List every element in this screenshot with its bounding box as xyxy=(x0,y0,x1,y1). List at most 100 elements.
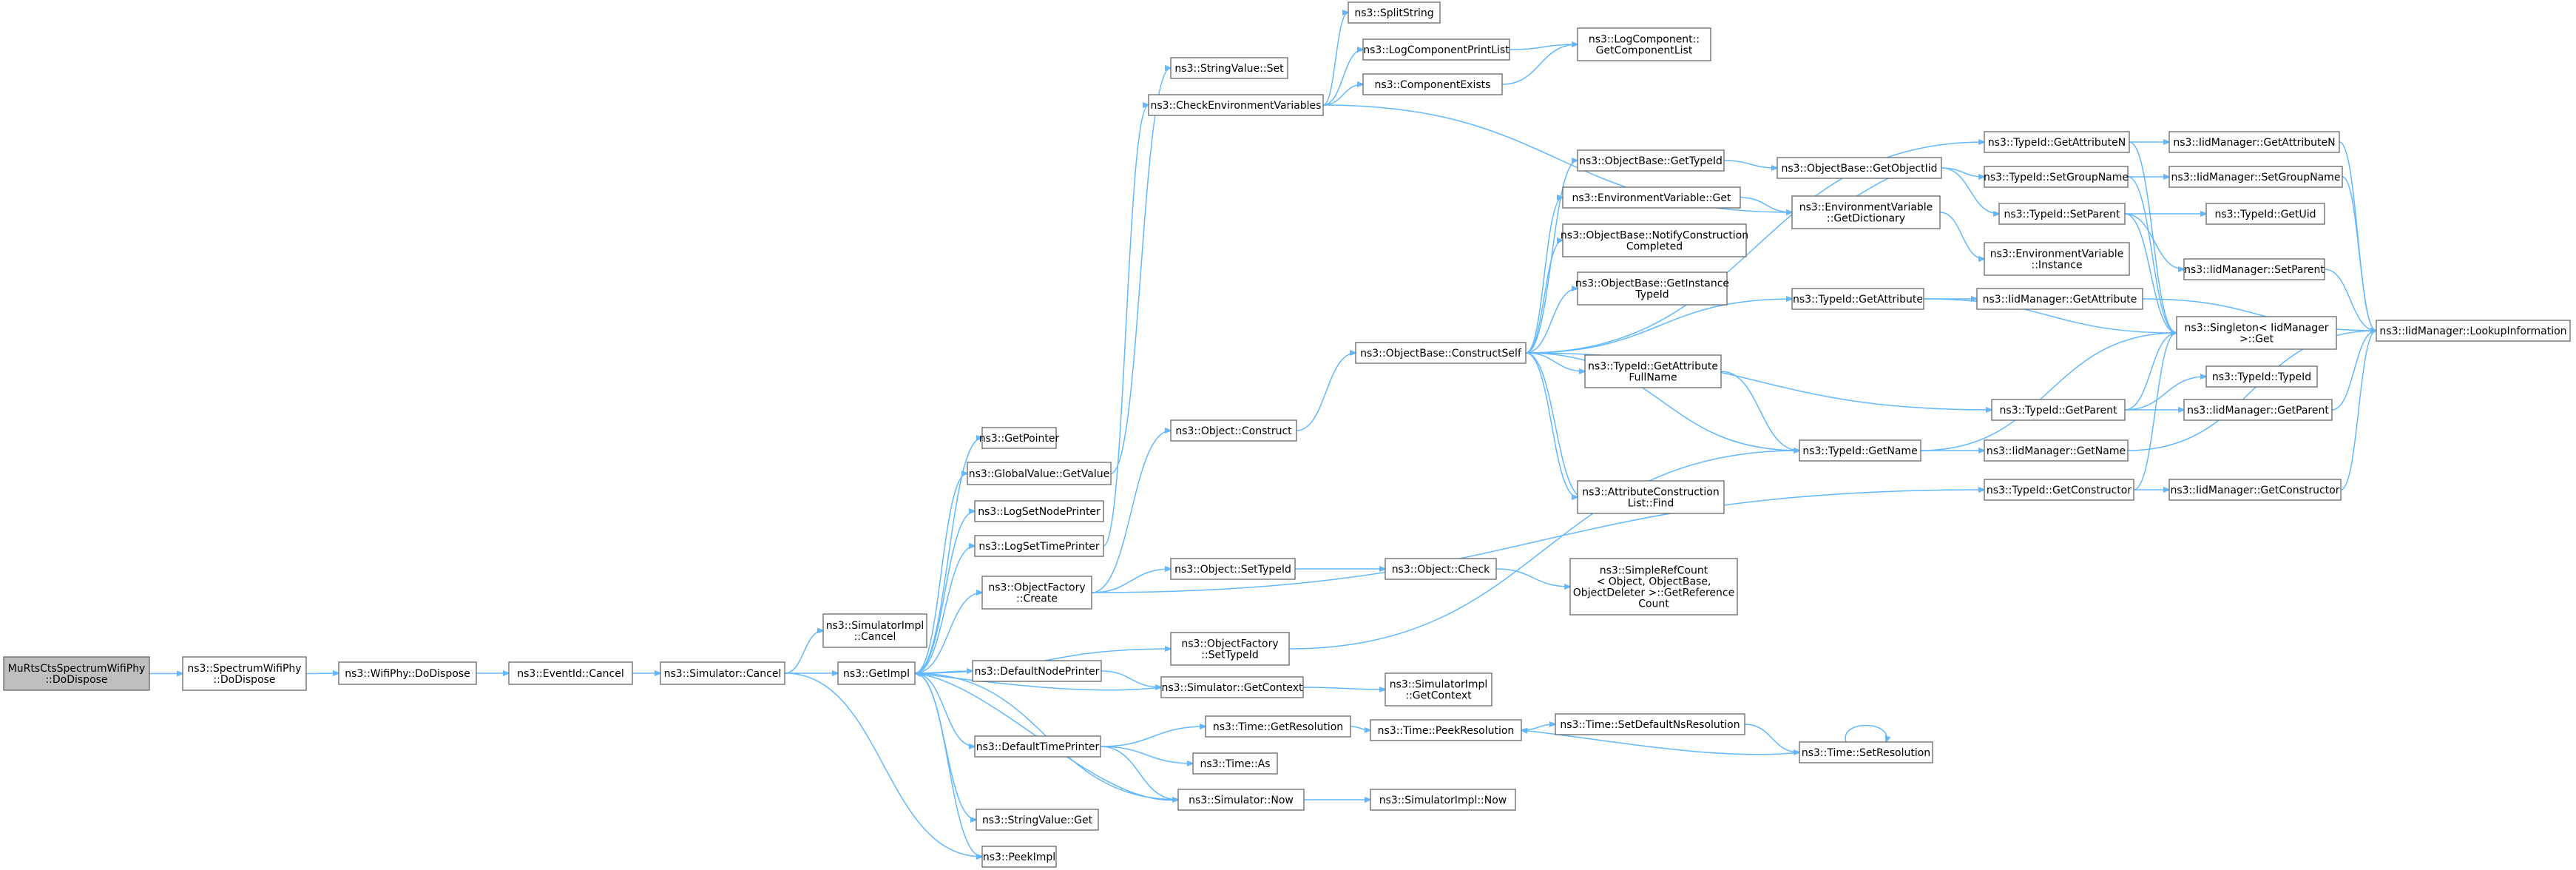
node-tid-typeid[interactable]: ns3::TypeId::TypeId xyxy=(2205,365,2318,388)
node-of-create[interactable]: ns3::ObjectFactory::Create xyxy=(981,576,1092,610)
node-box xyxy=(837,661,916,685)
node-label: ns3::Singleton< IidManager xyxy=(2185,323,2329,334)
node-label: ns3::GlobalValue::GetValue xyxy=(969,468,1109,480)
node-label: ::SetTypeId xyxy=(1201,650,1259,661)
node-iid-setgroupname[interactable]: ns3::IidManager::SetGroupName xyxy=(2168,166,2343,188)
node-ob-notify[interactable]: ns3::ObjectBase::NotifyConstructionCompl… xyxy=(1561,223,1748,257)
node-tid-getattribute[interactable]: ns3::TypeId::GetAttribute xyxy=(1791,288,1924,310)
node-envvar-getdict[interactable]: ns3::EnvironmentVariable::GetDictionary xyxy=(1791,195,1941,229)
node-simplerefcount[interactable]: ns3::SimpleRefCount< Object, ObjectBase,… xyxy=(1569,558,1738,616)
node-label: ns3::SimulatorImpl xyxy=(1390,679,1488,691)
node-ob-gettypeid[interactable]: ns3::ObjectBase::GetTypeId xyxy=(1577,149,1725,172)
node-time-as[interactable]: ns3::Time::As xyxy=(1192,752,1278,775)
node-ob-constructself[interactable]: ns3::ObjectBase::ConstructSelf xyxy=(1355,342,1527,364)
node-root[interactable]: MuRtsCtsSpectrumWifiPhy::DoDispose xyxy=(3,656,150,691)
node-sim-getcontext[interactable]: ns3::Simulator::GetContext xyxy=(1160,676,1304,698)
node-ob-getobjectiid[interactable]: ns3::ObjectBase::GetObjectIid xyxy=(1777,157,1942,179)
node-time-setdefaultns[interactable]: ns3::Time::SetDefaultNsResolution xyxy=(1555,713,1745,735)
node-label: Count xyxy=(1638,598,1669,610)
node-simimpl-getcontext[interactable]: ns3::SimulatorImpl::GetContext xyxy=(1385,672,1492,707)
node-time-setres[interactable]: ns3::Time::SetResolution xyxy=(1799,741,1933,763)
node-label: ns3::EventId::Cancel xyxy=(517,668,624,680)
node-tid-getattributen[interactable]: ns3::TypeId::GetAttributeN xyxy=(1984,131,2130,153)
node-logsetnodeprinter[interactable]: ns3::LogSetNodePrinter xyxy=(974,500,1104,522)
node-singleton-get[interactable]: ns3::Singleton< IidManager>::Get xyxy=(2176,316,2337,350)
node-simimpl-cancel[interactable]: ns3::SimulatorImpl::Cancel xyxy=(822,613,927,648)
node-label: ns3::IidManager::GetName xyxy=(1987,445,2126,457)
node-box xyxy=(1976,288,2143,310)
node-getimpl[interactable]: ns3::GetImpl xyxy=(837,661,916,685)
node-sv-get[interactable]: ns3::StringValue::Get xyxy=(976,809,1099,831)
node-gv-getvalue[interactable]: ns3::GlobalValue::GetValue xyxy=(967,462,1112,485)
node-label: ns3::IidManager::LookupInformation xyxy=(2379,326,2566,337)
node-wp-dodispose[interactable]: ns3::WifiPhy::DoDispose xyxy=(338,661,477,685)
node-label: ::Create xyxy=(1016,593,1058,605)
node-tid-getconstructor[interactable]: ns3::TypeId::GetConstructor xyxy=(1984,479,2134,501)
node-label: ns3::ObjectBase::GetInstance xyxy=(1575,278,1729,290)
node-time-peekres[interactable]: ns3::Time::PeekResolution xyxy=(1370,719,1522,741)
node-obj-construct[interactable]: ns3::Object::Construct xyxy=(1170,419,1297,442)
node-iid-lookup[interactable]: ns3::IidManager::LookupInformation xyxy=(2376,320,2571,342)
node-label: ns3::TypeId::SetGroupName xyxy=(1984,172,2129,183)
node-obj-settypeid[interactable]: ns3::Object::SetTypeId xyxy=(1170,558,1296,580)
node-label: ns3::Object::SetTypeId xyxy=(1174,564,1291,576)
node-sv-set[interactable]: ns3::StringValue::Set xyxy=(1170,57,1288,79)
node-envvar-get[interactable]: ns3::EnvironmentVariable::Get xyxy=(1562,186,1741,209)
node-tid-getname[interactable]: ns3::TypeId::GetName xyxy=(1799,439,1921,462)
edge-sim-cancel-to-peekimpl xyxy=(784,672,982,857)
node-label: List::Find xyxy=(1628,498,1674,510)
node-defaulttimeprinter[interactable]: ns3::DefaultTimePrinter xyxy=(974,735,1101,758)
node-defaultnodeprinter[interactable]: ns3::DefaultNodePrinter xyxy=(972,660,1102,682)
node-of-settypeid[interactable]: ns3::ObjectFactory::SetTypeId xyxy=(1170,632,1290,666)
edge-gv-getvalue-to-sv-set xyxy=(1110,68,1171,474)
node-label: ns3::SpectrumWifiPhy xyxy=(187,663,301,675)
node-obj-check[interactable]: ns3::Object::Check xyxy=(1385,558,1497,580)
edge-checkenv-to-logcompprintlist xyxy=(1322,50,1363,106)
edge-checkenv-to-compexists xyxy=(1322,84,1363,106)
node-iid-setparent[interactable]: ns3::IidManager::SetParent xyxy=(2183,258,2325,280)
node-getpointer[interactable]: ns3::GetPointer xyxy=(979,427,1060,449)
node-box xyxy=(1562,223,1747,257)
node-iid-getattributen[interactable]: ns3::IidManager::GetAttributeN xyxy=(2168,131,2340,153)
node-checkenv[interactable]: ns3::CheckEnvironmentVariables xyxy=(1148,94,1324,116)
node-label: ns3::PeekImpl xyxy=(983,852,1055,863)
node-peekimpl[interactable]: ns3::PeekImpl xyxy=(981,846,1057,868)
node-iid-getattribute[interactable]: ns3::IidManager::GetAttribute xyxy=(1976,288,2143,310)
node-label: ns3::ObjectBase::GetObjectIid xyxy=(1781,163,1937,175)
node-logcomp-getlist[interactable]: ns3::LogComponent::GetComponentList xyxy=(1577,27,1711,61)
node-label: ns3::AttributeConstruction xyxy=(1582,487,1719,499)
node-box xyxy=(2376,320,2571,342)
node-logcompprintlist[interactable]: ns3::LogComponentPrintList xyxy=(1362,38,1510,61)
node-iid-getconstructor[interactable]: ns3::IidManager::GetConstructor xyxy=(2168,479,2342,501)
node-iid-getparent[interactable]: ns3::IidManager::GetParent xyxy=(2183,399,2333,421)
node-tid-getuid[interactable]: ns3::TypeId::GetUid xyxy=(2205,203,2325,225)
edge-swp-dodispose-to-wp-dodispose xyxy=(305,673,339,674)
node-logsettimeprinter[interactable]: ns3::LogSetTimePrinter xyxy=(974,535,1104,557)
node-tid-setgroupname[interactable]: ns3::TypeId::SetGroupName xyxy=(1984,166,2129,188)
node-tid-getparent[interactable]: ns3::TypeId::GetParent xyxy=(1991,399,2126,421)
node-box xyxy=(1362,38,1510,61)
node-sim-now[interactable]: ns3::Simulator::Now xyxy=(1177,789,1305,811)
node-box xyxy=(1192,752,1278,775)
node-splitstring[interactable]: ns3::SplitString xyxy=(1348,1,1441,24)
node-time-getres[interactable]: ns3::Time::GetResolution xyxy=(1205,715,1351,738)
edge-of-settypeid-to-tid-getname xyxy=(1288,451,1799,650)
node-compexists[interactable]: ns3::ComponentExists xyxy=(1362,73,1503,95)
node-tid-setparent[interactable]: ns3::TypeId::SetParent xyxy=(1998,203,2126,225)
node-label: ns3::Simulator::GetContext xyxy=(1161,682,1303,694)
node-label: ns3::TypeId::GetConstructor xyxy=(1987,485,2132,496)
node-simimpl-now[interactable]: ns3::SimulatorImpl::Now xyxy=(1370,789,1516,811)
node-iid-getname[interactable]: ns3::IidManager::GetName xyxy=(1984,439,2129,462)
node-box xyxy=(1791,288,1924,310)
node-swp-dodispose[interactable]: ns3::SpectrumWifiPhy::DoDispose xyxy=(182,656,307,691)
node-sim-cancel[interactable]: ns3::Simulator::Cancel xyxy=(660,661,785,685)
node-label: Completed xyxy=(1626,241,1683,253)
node-label: ns3::Simulator::Cancel xyxy=(664,668,782,680)
node-envvar-instance[interactable]: ns3::EnvironmentVariable::Instance xyxy=(1984,242,2130,276)
node-box xyxy=(1577,149,1725,172)
node-eventid-cancel[interactable]: ns3::EventId::Cancel xyxy=(508,661,633,685)
node-label: ns3::Simulator::Now xyxy=(1189,795,1294,806)
